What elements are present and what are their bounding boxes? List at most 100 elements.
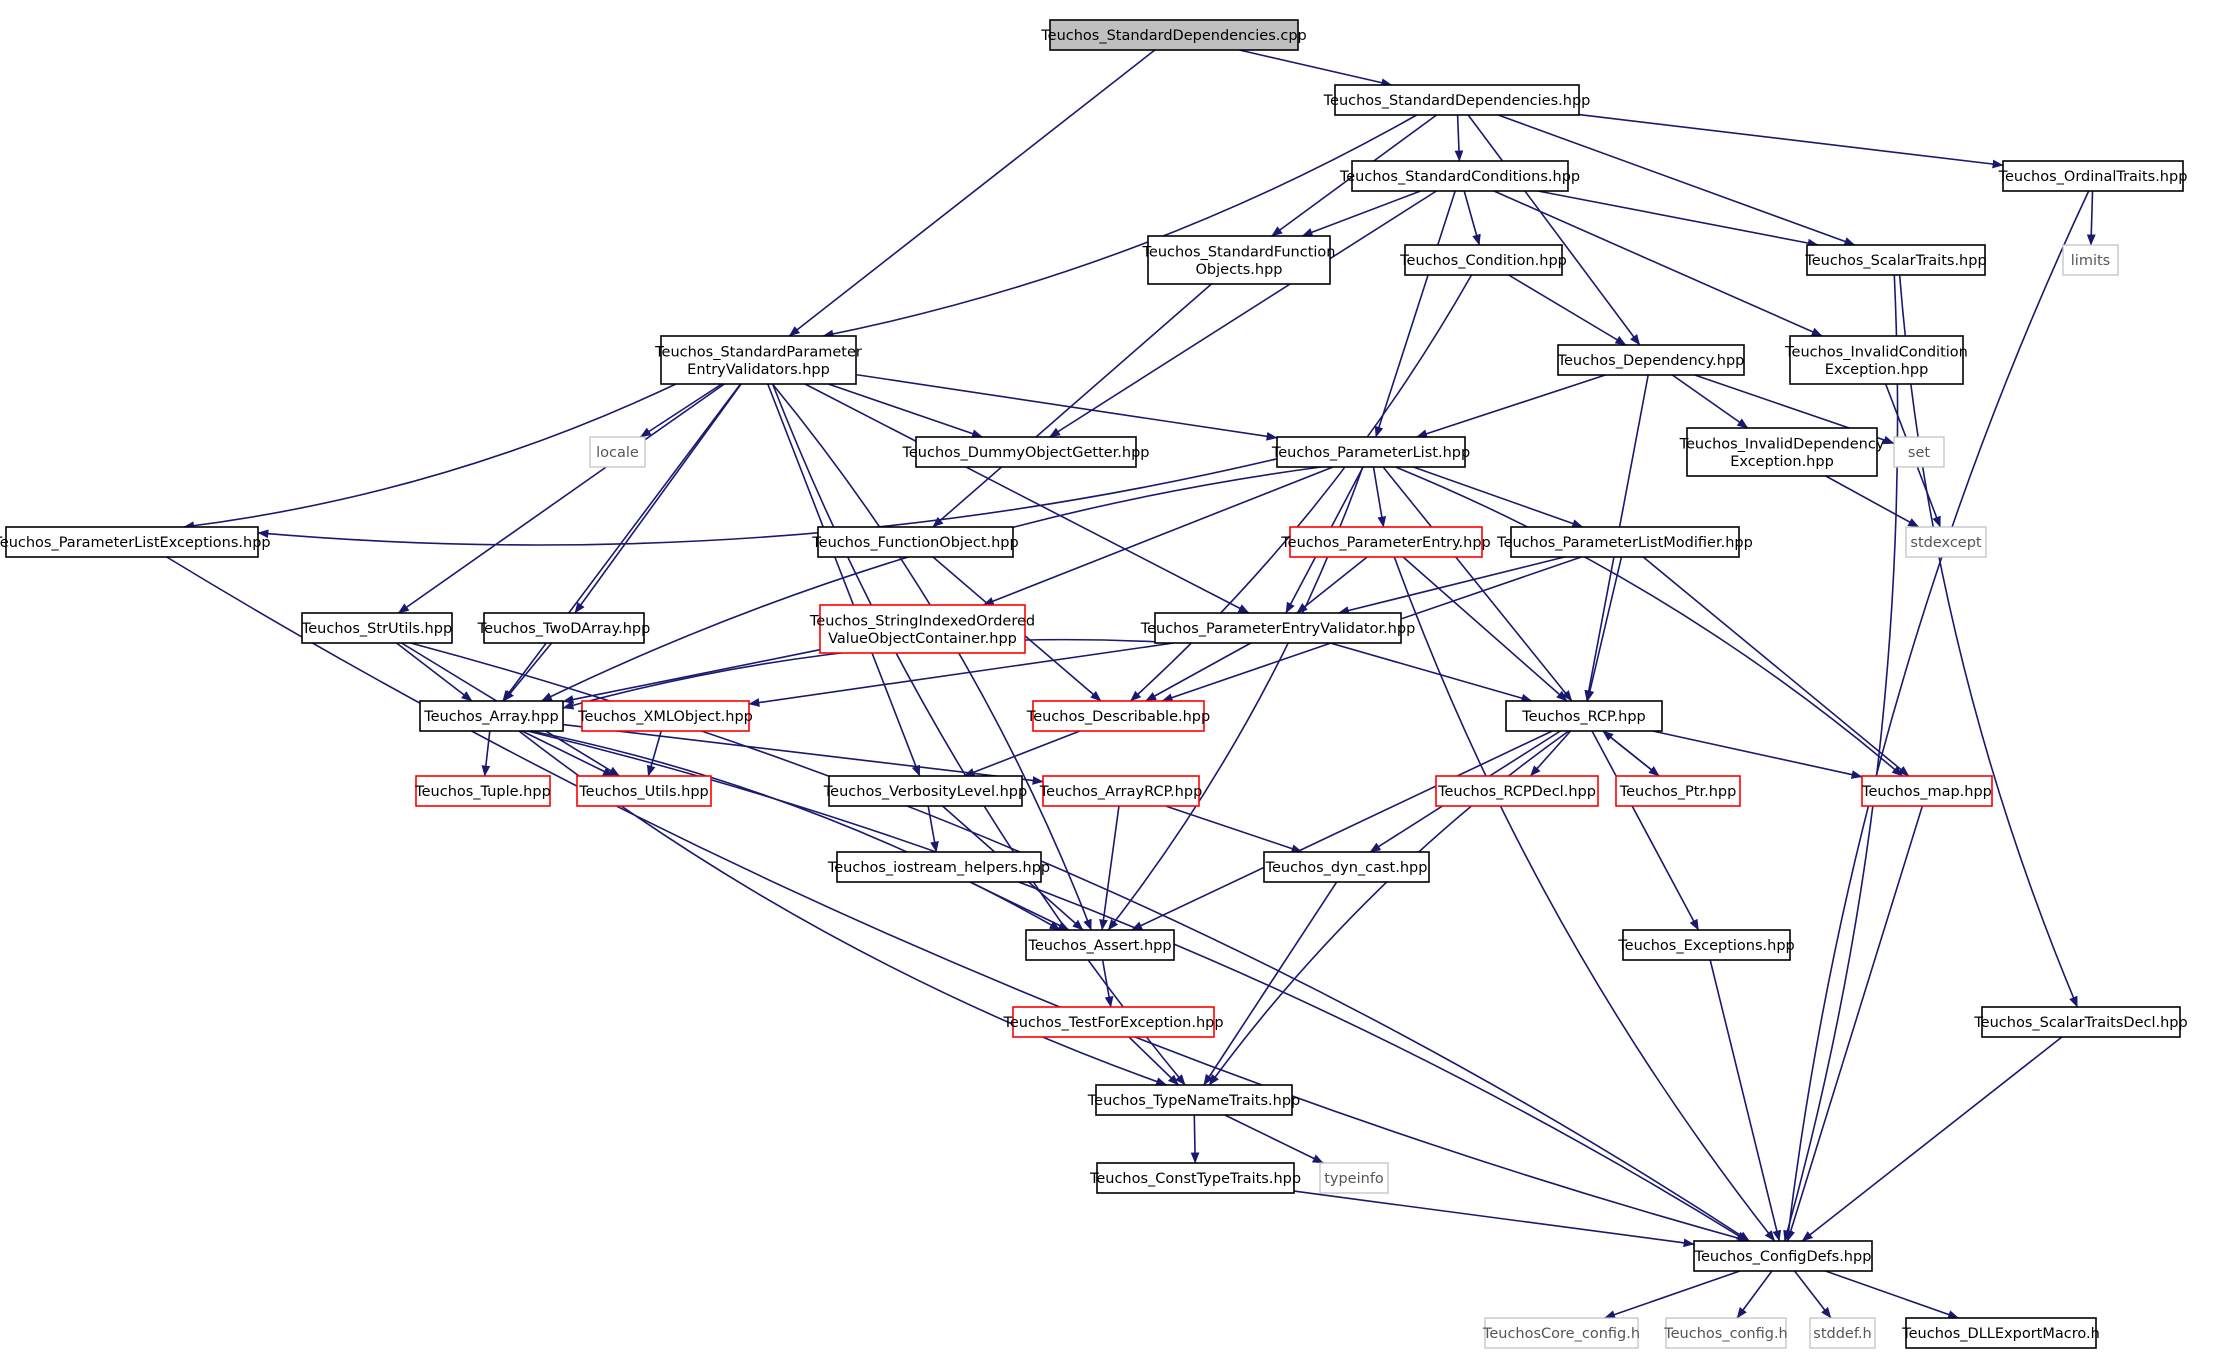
node-map[interactable]: Teuchos_map.hpp <box>1861 775 1993 807</box>
node-excs[interactable]: Teuchos_Exceptions.hpp <box>1617 929 1795 961</box>
node-array[interactable]: Teuchos_Array.hpp <box>419 700 564 732</box>
edge-pev-to-xmlobj <box>748 642 1174 707</box>
edge-rcp-to-tnt <box>1208 730 1570 1086</box>
edge-config-to-dll <box>1825 1270 1960 1319</box>
node-plmod[interactable]: Teuchos_ParameterListModifier.hpp <box>1496 526 1753 558</box>
node-plexc[interactable]: Teuchos_ParameterListExceptions.hpp <box>0 526 271 558</box>
node-label: Teuchos_InvalidDependency <box>1679 436 1885 452</box>
node-box <box>581 700 750 732</box>
node-ordtraits[interactable]: Teuchos_OrdinalTraits.hpp <box>1998 160 2188 192</box>
node-utils[interactable]: Teuchos_Utils.hpp <box>576 775 712 807</box>
node-box <box>1806 244 1986 276</box>
edge-stddep-to-ordtraits <box>1578 113 2004 169</box>
node-funcobj[interactable]: Teuchos_FunctionObject.hpp <box>811 526 1019 558</box>
node-box <box>576 775 712 807</box>
edge-pentry-to-config <box>1393 556 1776 1242</box>
node-typeinfo: typeinfo <box>1319 1162 1389 1194</box>
node-box <box>1042 775 1200 807</box>
edge-array-to-arcp <box>562 723 1044 785</box>
node-plist[interactable]: Teuchos_ParameterList.hpp <box>1271 436 1470 468</box>
node-scalartraits[interactable]: Teuchos_ScalarTraits.hpp <box>1804 244 1987 276</box>
node-label: Teuchos_RCPDecl.hpp <box>1437 784 1596 800</box>
node-label: Teuchos_ConstTypeTraits.hpp <box>1089 1171 1301 1187</box>
node-box <box>301 612 453 644</box>
node-describ[interactable]: Teuchos_Describable.hpp <box>1026 700 1210 732</box>
edge-rcp-to-excs <box>1591 730 1700 931</box>
node-arcp[interactable]: Teuchos_ArrayRCP.hpp <box>1039 775 1203 807</box>
edge-plmod-to-rcp <box>1585 556 1623 702</box>
node-dyncast[interactable]: Teuchos_dyn_cast.hpp <box>1263 851 1430 883</box>
edge-assert-to-tfe <box>1101 959 1114 1008</box>
node-strutils[interactable]: Teuchos_StrUtils.hpp <box>301 612 453 644</box>
node-dependency[interactable]: Teuchos_Dependency.hpp <box>1557 344 1745 376</box>
node-label: Teuchos_StandardConditions.hpp <box>1339 169 1580 185</box>
edge-stdecl-to-config <box>1801 1036 2063 1242</box>
node-box <box>1263 851 1430 883</box>
edge-xmlobj-to-utils <box>646 730 662 777</box>
node-dummy[interactable]: Teuchos_DummyObjectGetter.hpp <box>901 436 1150 468</box>
node-label: Teuchos_Exceptions.hpp <box>1617 938 1794 954</box>
node-tnt[interactable]: Teuchos_TypeNameTraits.hpp <box>1087 1084 1300 1116</box>
edge-spev-to-twod <box>574 383 742 614</box>
node-box <box>2002 160 2184 192</box>
node-verb[interactable]: Teuchos_VerbosityLevel.hpp <box>823 775 1027 807</box>
edge-dependency-to-invdepexc <box>1671 374 1749 429</box>
node-label: Teuchos_StandardDependencies.hpp <box>1323 93 1591 109</box>
node-stdcond[interactable]: Teuchos_StandardConditions.hpp <box>1339 160 1580 192</box>
node-label: Teuchos_VerbosityLevel.hpp <box>823 784 1027 800</box>
edge-plist-to-plmod <box>1413 466 1584 528</box>
node-sivoc[interactable]: Teuchos_StringIndexedOrderedValueObjectC… <box>809 604 1035 654</box>
node-iosh[interactable]: Teuchos_iostream_helpers.hpp <box>827 851 1050 883</box>
node-stddep[interactable]: Teuchos_StandardDependencies.hpp <box>1323 84 1591 116</box>
node-box <box>1665 1317 1787 1349</box>
node-locale: locale <box>589 436 646 468</box>
node-box <box>1012 1006 1215 1038</box>
edge-plist-to-sivoc <box>982 466 1334 606</box>
edge-spev-to-plist <box>855 373 1278 441</box>
node-box <box>1615 775 1741 807</box>
node-box <box>1789 335 1964 385</box>
node-label: Teuchos_XMLObject.hpp <box>577 709 753 725</box>
node-tuple[interactable]: Teuchos_Tuple.hpp <box>414 775 551 807</box>
node-ptr[interactable]: Teuchos_Ptr.hpp <box>1615 775 1741 807</box>
node-tfe[interactable]: Teuchos_TestForException.hpp <box>1002 1006 1224 1038</box>
node-label: Teuchos_Tuple.hpp <box>414 784 551 800</box>
node-box <box>1049 19 1299 51</box>
edge-map-to-config <box>1786 805 1924 1242</box>
edge-spev-to-pev <box>804 383 1250 614</box>
node-xmlobj[interactable]: Teuchos_XMLObject.hpp <box>577 700 753 732</box>
node-twod[interactable]: Teuchos_TwoDArray.hpp <box>477 612 651 644</box>
edge-plmod-to-pev <box>1337 556 1565 615</box>
node-box <box>5 526 259 558</box>
edge-iosh-to-assert <box>969 881 1070 931</box>
node-condition[interactable]: Teuchos_Condition.hpp <box>1399 244 1567 276</box>
node-rcp[interactable]: Teuchos_RCP.hpp <box>1505 700 1663 732</box>
edge-verb-to-iosh <box>927 805 939 853</box>
node-ctt[interactable]: Teuchos_ConstTypeTraits.hpp <box>1089 1162 1301 1194</box>
node-label: TeuchosCore_config.h <box>1482 1326 1640 1342</box>
node-dll[interactable]: Teuchos_DLLExportMacro.h <box>1901 1317 2100 1349</box>
node-rcpdecl[interactable]: Teuchos_RCPDecl.hpp <box>1435 775 1599 807</box>
node-box <box>1147 235 1331 285</box>
node-label: Teuchos_dyn_cast.hpp <box>1265 860 1428 876</box>
edge-spev-to-strutils <box>397 383 725 614</box>
node-spev[interactable]: Teuchos_StandardParameterEntryValidators… <box>654 335 862 385</box>
node-stdecl[interactable]: Teuchos_ScalarTraitsDecl.hpp <box>1973 1006 2188 1038</box>
node-label: Teuchos_Condition.hpp <box>1399 253 1567 269</box>
node-box <box>1032 700 1205 732</box>
edge-stdcond-to-plist <box>1374 190 1456 438</box>
node-config[interactable]: Teuchos_ConfigDefs.hpp <box>1693 1240 1873 1272</box>
edge-stdcond-to-scalartraits <box>1537 190 1819 248</box>
node-label: set <box>1908 445 1930 461</box>
node-label: Teuchos_iostream_helpers.hpp <box>827 860 1050 876</box>
node-assert[interactable]: Teuchos_Assert.hpp <box>1025 929 1175 961</box>
node-pentry[interactable]: Teuchos_ParameterEntry.hpp <box>1280 526 1491 558</box>
node-root[interactable]: Teuchos_StandardDependencies.cpp <box>1040 19 1307 51</box>
node-label: Teuchos_StrUtils.hpp <box>301 621 452 637</box>
edge-array-to-assert <box>531 730 1061 931</box>
node-label: Teuchos_ParameterListModifier.hpp <box>1496 535 1753 551</box>
node-pev[interactable]: Teuchos_ParameterEntryValidator.hpp <box>1140 612 1416 644</box>
